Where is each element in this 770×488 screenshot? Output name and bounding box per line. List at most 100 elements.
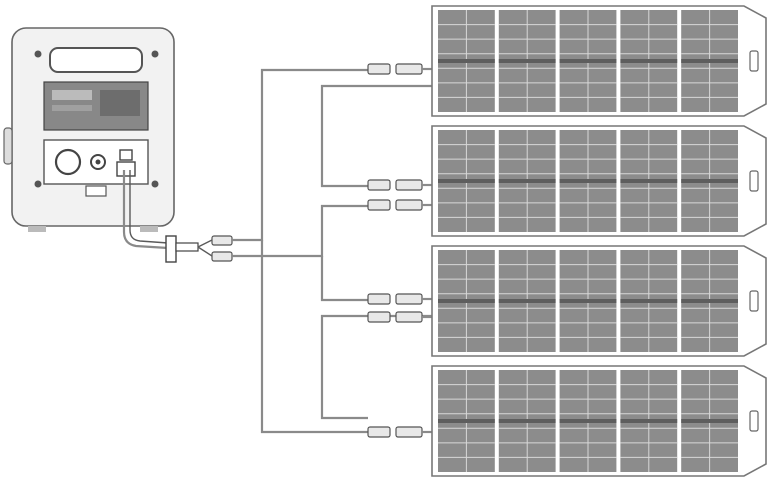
cell-column <box>620 250 678 352</box>
cell-column <box>559 370 617 472</box>
bus-wire-a <box>232 68 368 242</box>
cell-column <box>620 10 678 112</box>
cell-column <box>681 130 738 232</box>
mc4-connector-icon <box>211 251 233 262</box>
port-tab <box>85 185 107 197</box>
busbar <box>681 59 738 63</box>
panel-connectors <box>367 63 432 438</box>
mc4-connector-icon <box>367 293 391 305</box>
busbar <box>438 179 495 183</box>
cell-column <box>438 130 495 232</box>
busbar <box>681 179 738 183</box>
connector-pair <box>367 311 432 323</box>
bus-wires <box>232 68 432 434</box>
busbar <box>498 419 556 423</box>
mc4-connector-icon <box>395 179 423 191</box>
branch-connector-body <box>165 235 177 263</box>
cell-column <box>498 130 556 232</box>
bus-wire-b <box>320 256 368 302</box>
solar-input-plug <box>116 161 136 177</box>
busbar <box>498 59 556 63</box>
solar-panel <box>431 125 767 237</box>
mc4-connector-icon <box>367 311 391 323</box>
mc4-connector-icon <box>367 426 391 438</box>
panel-handle-slot <box>749 410 759 432</box>
solar-panel <box>431 245 767 357</box>
cell-column <box>620 370 678 472</box>
input-cable <box>122 170 169 250</box>
cell-column <box>498 10 556 112</box>
dc-port-pin <box>95 159 101 165</box>
cell-column <box>681 10 738 112</box>
connector-pair <box>367 293 432 305</box>
mc4-connector-icon <box>367 179 391 191</box>
mc4-connector-icon <box>395 293 423 305</box>
branch-split <box>197 239 213 248</box>
cell-column <box>559 10 617 112</box>
busbar <box>620 299 678 303</box>
bus-wire-a <box>260 240 368 434</box>
screw-icon <box>34 180 42 188</box>
cell-column <box>681 370 738 472</box>
cell-column <box>438 250 495 352</box>
panel-handle-slot <box>749 50 759 72</box>
carry-handle <box>49 47 143 73</box>
return-wire <box>320 314 432 420</box>
screw-icon <box>151 180 159 188</box>
power-button-icon <box>54 148 82 176</box>
station-to-branch-cable <box>122 170 169 250</box>
mc4-connector-icon <box>395 199 423 211</box>
cell-column <box>498 250 556 352</box>
cell-column <box>559 250 617 352</box>
busbar <box>559 59 617 63</box>
station-foot <box>28 226 46 232</box>
connector-pair <box>367 179 432 191</box>
busbar <box>559 419 617 423</box>
connector-pair <box>367 63 432 75</box>
solar-input-port-icon <box>119 149 133 161</box>
busbar <box>681 299 738 303</box>
busbar <box>620 419 678 423</box>
screw-icon <box>34 50 42 58</box>
bus-wire-b <box>232 204 368 258</box>
cell-column <box>438 10 495 112</box>
mc4-connector-icon <box>395 426 423 438</box>
display-readout <box>52 90 92 100</box>
parallel-branch-connector <box>165 235 233 263</box>
solar-panel <box>431 5 767 117</box>
branch-connector-neck <box>175 242 199 252</box>
mc4-connector-icon <box>367 63 391 75</box>
cell-column <box>620 130 678 232</box>
station-foot <box>140 226 158 232</box>
solar-panel <box>431 365 767 477</box>
busbar <box>498 179 556 183</box>
busbar <box>620 179 678 183</box>
panel-handle-slot <box>749 290 759 312</box>
solar-panels <box>431 5 767 477</box>
busbar <box>438 419 495 423</box>
mc4-connector-icon <box>395 63 423 75</box>
cell-column <box>681 250 738 352</box>
mc4-connector-icon <box>395 311 423 323</box>
side-grip <box>3 127 13 165</box>
mc4-connector-icon <box>211 235 233 246</box>
busbar <box>681 419 738 423</box>
panel-handle-slot <box>749 170 759 192</box>
cell-column <box>559 130 617 232</box>
busbar <box>559 179 617 183</box>
branch-split <box>197 246 213 257</box>
cell-column <box>438 370 495 472</box>
display-readout <box>52 105 92 111</box>
cell-column <box>498 370 556 472</box>
busbar <box>438 59 495 63</box>
busbar <box>438 299 495 303</box>
mc4-connector-icon <box>367 199 391 211</box>
busbar <box>620 59 678 63</box>
display-readout <box>100 90 140 116</box>
return-wire <box>320 84 432 188</box>
connector-pair <box>367 199 432 211</box>
busbar <box>559 299 617 303</box>
connector-pair <box>367 426 432 438</box>
